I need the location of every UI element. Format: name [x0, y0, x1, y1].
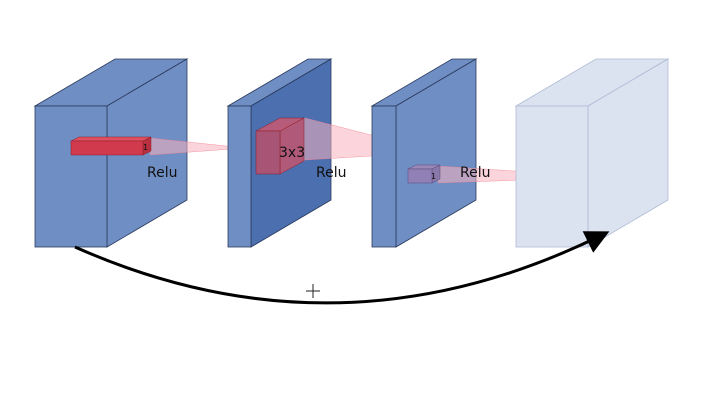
output-volume-block: [514, 58, 670, 248]
intermediate-volume-block-2: [370, 58, 478, 248]
kernel-1x1-second: 1: [407, 164, 441, 184]
kernel-3x3-label: 3x3: [279, 145, 305, 161]
kernel-1x1-first: 1: [70, 136, 152, 156]
kernel-3x3: 3x3: [255, 117, 305, 175]
sum-plus-icon: [306, 284, 320, 298]
sum-symbol-text: +: [0, 0, 1, 1]
kernel-1-label-second: 1: [431, 172, 436, 181]
kernel-1-label-first: 1: [143, 143, 148, 152]
skip-connection-arrow: [74, 231, 610, 305]
relu-label-2: Relu: [316, 165, 346, 181]
relu-label-1: Relu: [147, 165, 177, 181]
relu-label-3: Relu: [460, 165, 490, 181]
